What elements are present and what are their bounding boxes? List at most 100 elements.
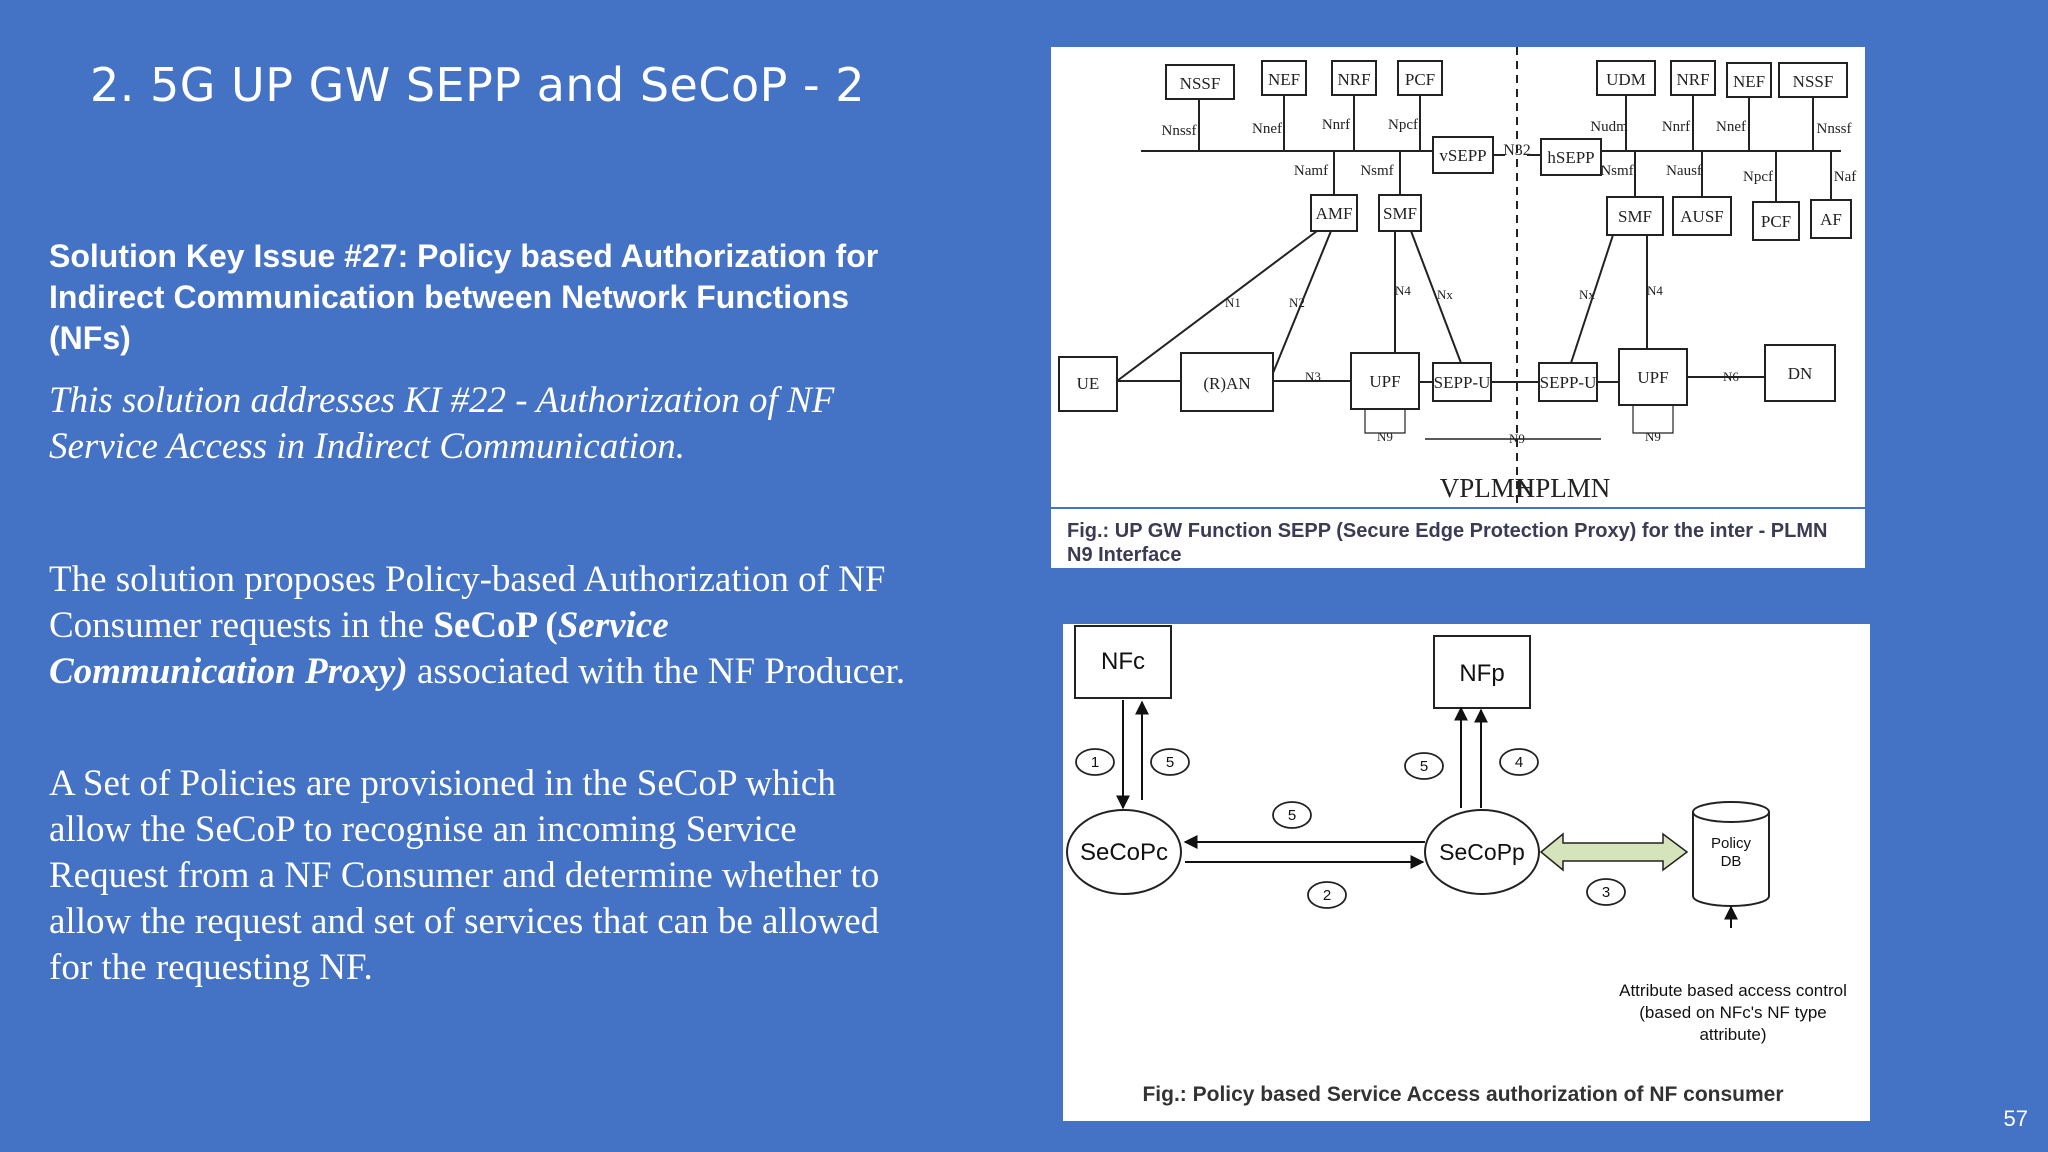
smf-v-box bbox=[1378, 194, 1422, 232]
ue-box bbox=[1058, 356, 1118, 412]
if-n4-h: N4 bbox=[1647, 283, 1663, 298]
if-nnef-h: Nnef bbox=[1716, 119, 1746, 135]
if-npcf-v: Npcf bbox=[1388, 117, 1418, 133]
amf-box bbox=[1310, 194, 1358, 232]
figure-sepp-architecture: NSSF NEF NRF PCF vSEPP hSEPP UDM NRF NEF… bbox=[1051, 47, 1865, 568]
step-2: 2 bbox=[1323, 887, 1331, 904]
nfp-box bbox=[1433, 635, 1531, 709]
if-nnssf-h: Nnssf bbox=[1816, 121, 1851, 137]
if-nsmf-h: Nsmf bbox=[1600, 163, 1633, 179]
dn-label: DN bbox=[1788, 364, 1813, 383]
pcf-v-box bbox=[1397, 60, 1443, 96]
if-n9-h: N9 bbox=[1645, 429, 1661, 444]
if-n6: N6 bbox=[1723, 369, 1739, 384]
ue-label: UE bbox=[1077, 374, 1100, 393]
secopp-db-double-arrow bbox=[1539, 832, 1689, 872]
hsepp-box bbox=[1540, 138, 1602, 176]
secopc-ellipse bbox=[1066, 809, 1182, 895]
udm-h-box bbox=[1596, 60, 1656, 96]
ausf-label: AUSF bbox=[1680, 207, 1723, 226]
figure1-caption: Fig.: UP GW Function SEPP (Secure Edge P… bbox=[1067, 520, 1828, 566]
amf-label: AMF bbox=[1316, 204, 1353, 223]
nssf-v-box bbox=[1165, 64, 1235, 100]
note-line-3: attribute) bbox=[1699, 1025, 1766, 1044]
nef-v-label: NEF bbox=[1268, 70, 1300, 89]
nef-h-box bbox=[1726, 62, 1772, 98]
nssf-h-label: NSSF bbox=[1793, 72, 1834, 91]
secopp-ellipse bbox=[1424, 809, 1540, 895]
hplmn-label: HPLMN bbox=[1516, 473, 1611, 503]
if-nsmf-v: Nsmf bbox=[1360, 163, 1393, 179]
db-label-2: DB bbox=[1721, 853, 1742, 870]
seppu-v-box bbox=[1432, 362, 1492, 402]
if-n9-mid: N9 bbox=[1509, 431, 1525, 446]
db-label-1: Policy bbox=[1711, 835, 1752, 852]
if-nnrf-v: Nnrf bbox=[1322, 117, 1350, 133]
para1-text-a: The solution proposes Policy-based Autho… bbox=[49, 559, 886, 646]
nrf-h-label: NRF bbox=[1676, 70, 1709, 89]
paragraph-secop: The solution proposes Policy-based Autho… bbox=[49, 557, 909, 695]
pcf-h-box bbox=[1752, 201, 1800, 241]
af-box bbox=[1810, 199, 1852, 239]
nssf-v-label: NSSF bbox=[1180, 74, 1221, 93]
pcf-h-label: PCF bbox=[1761, 212, 1791, 231]
udm-h-label: UDM bbox=[1606, 70, 1646, 89]
if-nx-h: Nx bbox=[1579, 287, 1595, 302]
para1-bold-italic: Service Communication Proxy) bbox=[49, 605, 669, 692]
nef-h-label: NEF bbox=[1733, 72, 1765, 91]
paragraph-policies: A Set of Policies are provisioned in the… bbox=[49, 763, 880, 988]
if-n4-v: N4 bbox=[1395, 283, 1411, 298]
secop-diagram: 1 5 5 4 5 2 3 NFc NFp SeCoPc SeCoPp Poli… bbox=[1066, 625, 1847, 1106]
if-naf: Naf bbox=[1834, 169, 1857, 185]
if-n32: N32 bbox=[1503, 142, 1531, 159]
step-5-nfc: 5 bbox=[1166, 754, 1174, 771]
nfc-box bbox=[1074, 625, 1172, 699]
seppu-h-label: SEPP-U bbox=[1540, 373, 1597, 392]
if-nx-v: Nx bbox=[1437, 287, 1453, 302]
if-n9-v: N9 bbox=[1377, 429, 1393, 444]
figure2-caption: Fig.: Policy based Service Access author… bbox=[1142, 1083, 1783, 1106]
af-label: AF bbox=[1820, 210, 1842, 229]
if-nudm: Nudm bbox=[1590, 119, 1628, 135]
if-n1: N1 bbox=[1225, 295, 1241, 310]
nssf-h-box bbox=[1778, 62, 1848, 98]
smf-h-box bbox=[1606, 196, 1664, 236]
upf-h-label: UPF bbox=[1637, 368, 1668, 387]
step-3: 3 bbox=[1602, 884, 1610, 901]
pcf-v-label: PCF bbox=[1405, 70, 1435, 89]
if-n3: N3 bbox=[1305, 369, 1321, 384]
solution-heading: Solution Key Issue #27: Policy based Aut… bbox=[49, 238, 879, 356]
vsepp-label: vSEPP bbox=[1439, 146, 1486, 165]
step-1: 1 bbox=[1091, 754, 1099, 771]
if-nnrf-h: Nnrf bbox=[1662, 119, 1690, 135]
policy-db-cylinder bbox=[1692, 801, 1770, 907]
dn-box bbox=[1764, 344, 1836, 402]
if-npcf-h: Npcf bbox=[1743, 169, 1773, 185]
secopp-label: SeCoPp bbox=[1439, 839, 1525, 865]
nfp-label: NFp bbox=[1459, 660, 1504, 687]
if-nausf: Nausf bbox=[1666, 163, 1702, 179]
nfc-label: NFc bbox=[1101, 648, 1145, 675]
para1-text-b: associated with the NF Producer. bbox=[407, 651, 906, 692]
note-line-1: Attribute based access control bbox=[1619, 981, 1847, 1000]
slide-title: 2. 5G UP GW SEPP and SeCoP - 2 bbox=[90, 58, 865, 112]
solution-subtitle: This solution addresses KI #22 - Authori… bbox=[49, 380, 835, 467]
ran-label: (R)AN bbox=[1203, 374, 1250, 393]
if-nnef-v: Nnef bbox=[1252, 121, 1282, 137]
if-n2: N2 bbox=[1289, 295, 1305, 310]
page-number: 57 bbox=[2003, 1106, 2028, 1131]
vplmn-label: VPLMN bbox=[1440, 473, 1535, 503]
para1-bold-secop: SeCoP ( bbox=[433, 605, 558, 646]
vsepp-box bbox=[1432, 136, 1494, 174]
seppu-v-label: SEPP-U bbox=[1434, 373, 1491, 392]
sepp-diagram: NSSF NEF NRF PCF vSEPP hSEPP UDM NRF NEF… bbox=[1051, 47, 1865, 509]
upf-h-box bbox=[1618, 348, 1688, 406]
step-5-secop: 5 bbox=[1288, 807, 1296, 824]
figure-secop-authorization: 1 5 5 4 5 2 3 NFc NFp SeCoPc SeCoPp Poli… bbox=[1063, 624, 1870, 1121]
nrf-v-label: NRF bbox=[1337, 70, 1370, 89]
if-nnssf-v: Nnssf bbox=[1161, 123, 1196, 139]
ausf-box bbox=[1672, 196, 1732, 236]
step-5-nfp: 5 bbox=[1420, 758, 1428, 775]
if-namf: Namf bbox=[1294, 163, 1328, 179]
hsepp-label: hSEPP bbox=[1547, 148, 1594, 167]
